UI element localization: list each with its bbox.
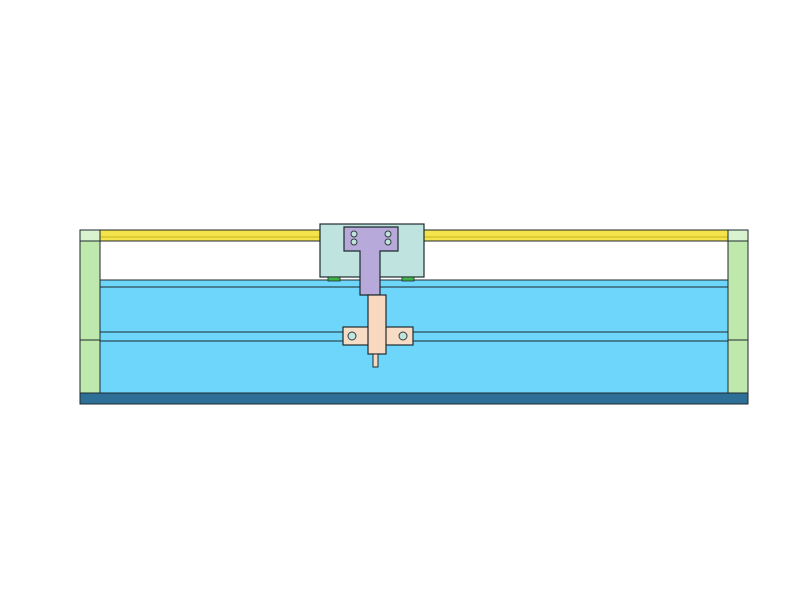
left-end-post [79,229,101,394]
tool-holder [367,294,387,355]
beam-bottom-shade [79,392,749,405]
tool-holder-body [367,294,387,355]
bracket-screw-left-icon [350,230,358,238]
left-wheel [327,276,341,282]
right-post-cap [727,229,749,242]
bracket-screw-left-lower-icon [350,238,358,246]
clamp-hole-left-icon [347,331,357,341]
bracket-screw-right-icon [384,230,392,238]
clamp-hole-right-icon [398,331,408,341]
right-end-post [727,229,749,394]
left-post-cap [79,229,101,242]
probe-tip [372,353,379,368]
probe-shaft [372,353,379,368]
beam-lower-body [99,340,729,394]
bracket-screw-right-lower-icon [384,238,392,246]
main-beam [79,279,749,405]
beam-mid-strip [99,331,729,342]
left-post-body [79,240,101,394]
beam-upper-body [99,286,729,333]
right-wheel [401,276,415,282]
right-post-body [727,240,749,394]
